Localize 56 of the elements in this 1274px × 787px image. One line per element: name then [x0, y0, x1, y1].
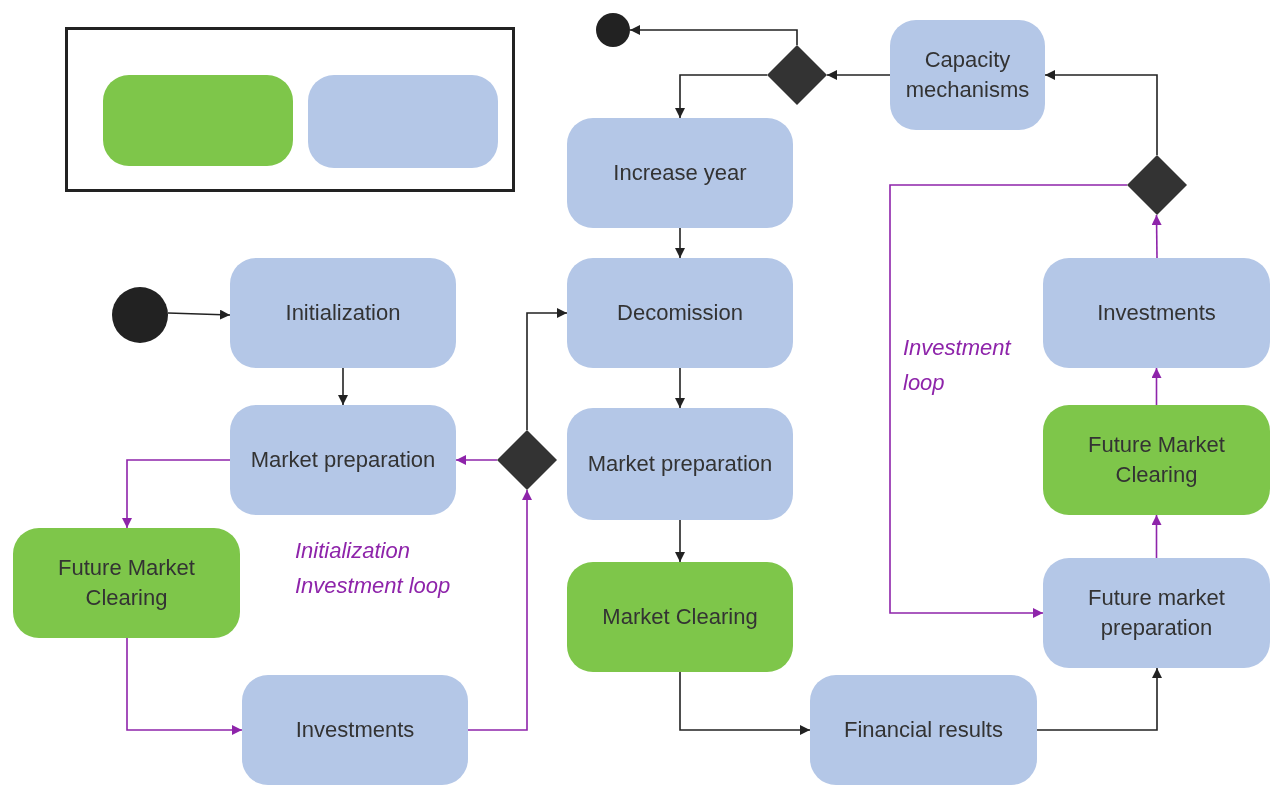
state-circle: [112, 287, 168, 343]
arrow: [675, 367, 685, 409]
process-box: [230, 258, 456, 368]
arrow: [679, 671, 811, 735]
arrow: [1036, 667, 1162, 731]
legend-frame: [65, 27, 515, 192]
step-label: Investments: [1096, 299, 1217, 328]
arrow: [1044, 70, 1158, 156]
step-label: Market preparation: [586, 450, 774, 479]
legend-swatch: [103, 75, 293, 166]
decision-diamond: [497, 430, 557, 490]
process-box: [230, 405, 456, 515]
arrow: [1151, 514, 1162, 559]
arrow: [1151, 214, 1162, 259]
arrow: [126, 637, 243, 735]
legend-swatch: [308, 75, 498, 168]
process-box: [567, 258, 793, 368]
decision-diamond: [1127, 155, 1187, 215]
step-label: Capacity mechanisms: [904, 46, 1031, 104]
arrow: [826, 70, 891, 80]
step-label: Initialization: [284, 299, 402, 328]
step-label: Increase year: [612, 159, 748, 188]
process-box: [810, 675, 1037, 785]
process-box: [567, 408, 793, 520]
process-box: [1043, 258, 1270, 368]
arrow: [122, 459, 231, 529]
step-label: Market preparation: [249, 446, 437, 475]
decision-diamond: [767, 45, 827, 105]
arrow: [675, 227, 685, 259]
step-label: Market Clearing: [601, 603, 759, 632]
arrow: [629, 25, 798, 46]
arrow: [526, 308, 568, 431]
process-box: [890, 20, 1045, 130]
model-step-box: [567, 562, 793, 672]
arrow: [338, 367, 348, 406]
arrow: [675, 519, 685, 563]
step-label: Investments: [294, 716, 416, 745]
arrow: [675, 74, 768, 119]
model-step-box: [13, 528, 240, 638]
step-label: Financial results: [843, 716, 1004, 745]
step-label: Decomission: [616, 299, 744, 328]
state-circle: [596, 13, 630, 47]
arrow: [467, 489, 532, 731]
loop-label: Investment loop: [903, 334, 1013, 398]
process-box: [242, 675, 468, 785]
model-step-box: [1043, 405, 1270, 515]
loop-label: Initialization Investment loop: [295, 537, 452, 601]
arrow: [1151, 367, 1162, 406]
arrow: [455, 455, 498, 465]
process-box: [1043, 558, 1270, 668]
process-box: [567, 118, 793, 228]
arrow: [889, 184, 1128, 618]
step-label: Future Market Clearing: [1087, 431, 1226, 489]
arrow: [167, 309, 231, 320]
step-label: Future market preparation: [1087, 584, 1226, 642]
step-label: Future Market Clearing: [57, 554, 196, 612]
